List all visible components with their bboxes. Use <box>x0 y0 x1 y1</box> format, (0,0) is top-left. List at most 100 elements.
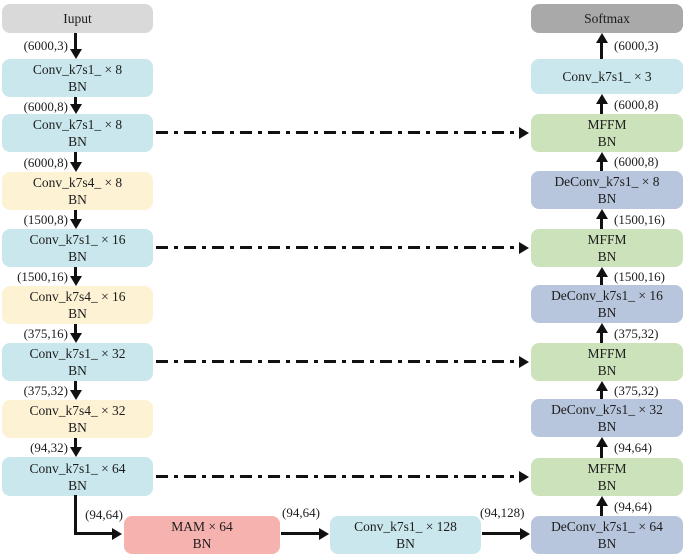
layer-label: MFFM <box>587 232 627 247</box>
bn-label: BN <box>68 306 87 321</box>
up-arrow <box>600 219 603 229</box>
dim-label: (94,32) <box>30 440 68 455</box>
bn-label: BN <box>396 536 415 551</box>
up-arrow <box>600 104 603 114</box>
layer-label: MAM × 64 <box>171 519 233 534</box>
layer-label: MFFM <box>587 346 627 361</box>
dim-label: (94,128) <box>480 505 525 520</box>
layer-label: DeConv_k7s1_ × 8 <box>554 174 660 189</box>
bn-label: BN <box>597 191 617 206</box>
dim-label: (94,64) <box>614 499 652 514</box>
layer-label: Conv_k7s1_ × 3 <box>562 69 652 84</box>
bn-label: BN <box>68 134 87 149</box>
layer-label: Conv_k7s4_ × 16 <box>29 289 126 304</box>
layer-label: MFFM <box>587 461 627 476</box>
dim-label: (1500,16) <box>614 212 665 227</box>
right-arrow <box>482 532 520 535</box>
down-arrow <box>74 33 77 49</box>
conv-k7s4-32-box: Conv_k7s4_ × 32 BN <box>2 400 153 438</box>
dim-label: (1500,16) <box>17 269 68 284</box>
mffm-box-2: MFFM BN <box>531 229 683 267</box>
dim-label: (1500,8) <box>23 212 68 227</box>
up-arrow <box>600 333 603 343</box>
conv-k7s1-16-box: Conv_k7s1_ × 16 BN <box>2 229 153 267</box>
mam-box: MAM × 64 BN <box>124 516 280 554</box>
dim-label: (1500,16) <box>614 269 665 284</box>
dim-label: (6000,3) <box>23 38 68 53</box>
layer-label: DeConv_k7s1_ × 64 <box>551 519 663 534</box>
bn-label: BN <box>68 420 87 435</box>
up-arrow <box>600 447 603 458</box>
conv-k7s1-32-box: Conv_k7s1_ × 32 BN <box>2 343 153 381</box>
dim-label: (375,32) <box>614 326 659 341</box>
down-arrow <box>74 324 77 333</box>
down-arrow <box>74 438 77 447</box>
dim-label: (6000,8) <box>614 97 659 112</box>
skip-connection-line <box>156 131 518 134</box>
down-arrow <box>74 152 77 162</box>
skip-connection-line <box>156 246 518 249</box>
bn-label: BN <box>68 249 87 264</box>
bn-label: BN <box>597 134 617 149</box>
bn-label: BN <box>68 363 87 378</box>
mffm-box-4: MFFM BN <box>531 458 683 496</box>
conv-k7s1-64-box: Conv_k7s1_ × 64 BN <box>2 457 153 496</box>
dim-label: (94,64) <box>85 507 123 522</box>
bn-label: BN <box>192 536 212 551</box>
dim-label: (94,64) <box>282 505 320 520</box>
down-arrow <box>74 210 77 219</box>
dim-label: (375,32) <box>614 383 659 398</box>
bent-arrow-vertical <box>74 495 77 535</box>
conv-k7s1-128-box: Conv_k7s1_ × 128 BN <box>330 516 481 554</box>
input-label: Iuput <box>63 11 92 26</box>
deconv-k7s1-64-box: DeConv_k7s1_ × 64 BN <box>531 516 683 554</box>
bn-label: BN <box>597 478 617 493</box>
down-arrow <box>74 381 77 390</box>
dim-label: (375,32) <box>23 383 68 398</box>
mffm-box-1: MFFM BN <box>531 114 683 152</box>
down-arrow <box>74 97 77 104</box>
conv-k7s1-3-box: Conv_k7s1_ × 3 <box>531 59 683 94</box>
up-arrow <box>600 43 603 59</box>
layer-label: MFFM <box>587 117 627 132</box>
softmax-label: Softmax <box>584 11 630 26</box>
bn-label: BN <box>597 419 617 434</box>
dim-label: (375,16) <box>23 326 68 341</box>
layer-label: Conv_k7s1_ × 8 <box>32 62 123 77</box>
softmax-box: Softmax <box>531 4 683 33</box>
layer-label: DeConv_k7s1_ × 32 <box>551 402 663 417</box>
down-arrow <box>74 267 77 276</box>
dim-label: (6000,8) <box>614 154 659 169</box>
bn-label: BN <box>597 363 617 378</box>
dim-label: (94,64) <box>614 440 652 455</box>
bn-label: BN <box>597 536 617 551</box>
conv-k7s1-8-box-2: Conv_k7s1_ × 8 BN <box>2 114 153 152</box>
up-arrow <box>600 506 603 516</box>
conv-k7s4-16-box: Conv_k7s4_ × 16 BN <box>2 286 153 324</box>
layer-label: Conv_k7s1_ × 8 <box>32 117 123 132</box>
bn-label: BN <box>68 79 87 94</box>
bn-label: BN <box>597 305 617 320</box>
layer-label: Conv_k7s1_ × 64 <box>29 460 126 476</box>
conv-k7s4-8-box: Conv_k7s4_ × 8 BN <box>2 172 153 210</box>
up-arrow <box>600 162 603 171</box>
layer-label: Conv_k7s1_ × 16 <box>29 232 126 247</box>
deconv-k7s1-32-box: DeConv_k7s1_ × 32 BN <box>531 399 683 437</box>
bn-label: BN <box>597 249 617 264</box>
skip-connection-line <box>156 360 518 363</box>
skip-connection-line <box>156 475 518 478</box>
layer-label: Conv_k7s1_ × 32 <box>29 346 126 361</box>
bent-arrow-horizontal <box>74 532 112 535</box>
dim-label: (6000,8) <box>23 155 68 170</box>
layer-label: Conv_k7s4_ × 8 <box>32 175 123 190</box>
bn-label: BN <box>68 192 87 207</box>
right-arrow <box>281 532 319 535</box>
dim-label: (6000,3) <box>614 38 659 53</box>
dim-label: (6000,8) <box>23 99 68 114</box>
layer-label: DeConv_k7s1_ × 16 <box>551 288 663 303</box>
layer-label: Conv_k7s4_ × 32 <box>29 403 126 418</box>
up-arrow <box>600 391 603 399</box>
mffm-box-3: MFFM BN <box>531 343 683 381</box>
layer-label: Conv_k7s1_ × 128 <box>354 519 457 534</box>
